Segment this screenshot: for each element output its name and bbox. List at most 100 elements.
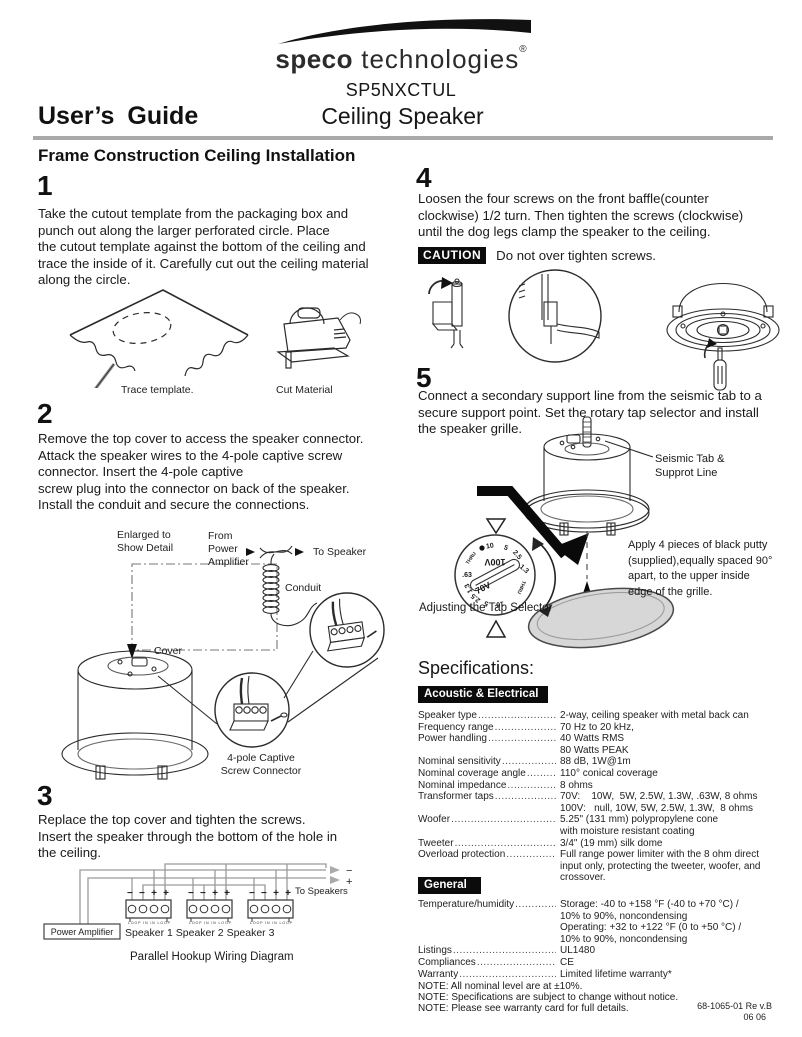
caution-text: Do not over tighten screws. xyxy=(496,248,656,263)
brand-bold: speco xyxy=(275,44,354,74)
to-speaker-label: To Speaker xyxy=(313,546,367,558)
spec-value: CE xyxy=(560,956,574,968)
note-line: NOTE: Please see warranty card for full … xyxy=(418,1003,629,1014)
step-4-number: 4 xyxy=(416,162,432,193)
spec-row: Power handling40 Watts RMS 80 Watts PEAK xyxy=(418,733,796,756)
wiring-plus: + xyxy=(346,876,352,888)
note-line: NOTE: Specifications are subject to chan… xyxy=(418,992,679,1003)
step-1-text: Take the cutout template from the packag… xyxy=(38,206,369,288)
model-number: SP5NXCTUL xyxy=(345,80,457,100)
spec-value: 8 ohms xyxy=(560,779,593,791)
spec-row: Nominal impedance 8 ohms xyxy=(418,780,796,792)
spec-row: Overload protectionFull range power limi… xyxy=(418,849,796,884)
section-title: Frame Construction Ceiling Installation xyxy=(38,146,356,165)
wiring-caption: Parallel Hookup Wiring Diagram xyxy=(130,951,294,963)
spec-label: Speaker type xyxy=(418,710,556,722)
brand-light: technologies xyxy=(353,44,520,74)
connector-label: 4-pole Captive Screw Connector xyxy=(220,752,302,777)
polarity-block-2: − − + + xyxy=(188,888,230,899)
putty-note: Apply 4 pieces of black putty (supplied)… xyxy=(628,539,773,598)
dial-100v-label: 100V xyxy=(484,557,505,567)
seismic-tab-label: Seismic Tab & Supprot Line xyxy=(655,453,725,479)
spec-row: Transformer taps70V: 10W, 5W, 2.5W, 1.3W… xyxy=(418,791,796,814)
spec-value: 3/4" (19 mm) silk dome xyxy=(560,837,663,849)
brand-swoosh-icon xyxy=(278,19,531,44)
from-amplifier-label: From Power Amplifier xyxy=(208,530,249,568)
date-code: 06 06 xyxy=(743,1012,766,1022)
trace-template-label: Trace template. xyxy=(121,384,194,396)
figure-trace-and-cut xyxy=(69,289,361,388)
general-spec-table: Temperature/humidity Storage: -40 to +15… xyxy=(418,899,796,980)
spec-label: Overload protection xyxy=(418,849,556,884)
step-4-text: Loosen the four screws on the front baff… xyxy=(418,191,744,240)
spec-label: Nominal sensitivity xyxy=(418,756,556,768)
step-1-number: 1 xyxy=(37,170,53,201)
spec-label: Transformer taps xyxy=(418,791,556,814)
spec-label: Woofer xyxy=(418,814,556,837)
spec-label: Nominal impedance xyxy=(418,780,556,792)
step-5-text: Connect a secondary support line from th… xyxy=(418,388,762,437)
power-amplifier-label: Power Amplifier xyxy=(51,927,114,937)
dial-tick: 5 xyxy=(503,544,509,552)
cover-label: Cover xyxy=(154,645,183,657)
spec-value: 70 Hz to 20 kHz, xyxy=(560,721,634,733)
spec-row: Warranty Limited lifetime warranty* xyxy=(418,969,796,981)
dial-tick: 1.3 xyxy=(464,582,475,594)
dial-tick: 10 xyxy=(486,542,495,550)
spec-label: Nominal coverage angle xyxy=(418,768,556,780)
spec-value: 2-way, ceiling speaker with metal back c… xyxy=(560,710,749,721)
spec-value: 5.25" (131 mm) polypropylene cone with m… xyxy=(560,814,719,837)
spec-label: Frequency range xyxy=(418,722,556,734)
spec-value: Storage: -40 to +158 °F (-40 to +70 °C) … xyxy=(560,899,742,945)
dial-tick: THRU xyxy=(515,580,526,595)
spec-label: Listings xyxy=(418,945,556,957)
spec-label: Power handling xyxy=(418,733,556,756)
spec-row: Frequency range 70 Hz to 20 kHz, xyxy=(418,722,796,734)
figure-seismic-and-grille: 10 5 2.5 1.3 THRU 10 5 2.5 1.3 .63 THRU … xyxy=(454,416,675,649)
spec-label: Warranty xyxy=(418,969,556,981)
dial-tick: .63 xyxy=(462,572,472,579)
spec-value: 110° conical coverage xyxy=(560,767,658,779)
step-5-number: 5 xyxy=(416,362,432,393)
caution-row: CAUTION Do not over tighten screws. xyxy=(418,247,656,264)
general-header: General xyxy=(418,877,481,894)
wiring-minus: − xyxy=(346,865,352,877)
figure-wiring-diagram: − + − − + + − − + + − − + + LOOP IN IN L… xyxy=(43,863,352,940)
caution-badge: CAUTION xyxy=(418,247,487,264)
cut-material-label: Cut Material xyxy=(276,384,333,396)
spec-row: Nominal sensitivity 88 dB, 1W@1m xyxy=(418,756,796,768)
spec-row: ListingsUL1480 xyxy=(418,945,796,957)
adjusting-tap-selector-label: Adjusting the Tap Selector xyxy=(419,602,553,614)
enlarged-detail-label: Enlarged to Show Detail xyxy=(117,529,174,554)
spec-row: Tweeter 3/4" (19 mm) silk dome xyxy=(418,838,796,850)
spec-label: Temperature/humidity xyxy=(418,899,556,945)
figure-dog-leg-clamp xyxy=(428,269,780,391)
note-line: NOTE: All nominal level are at ±10%. xyxy=(418,981,583,992)
figure-connector-detail xyxy=(61,545,385,780)
specs-title: Specifications: xyxy=(418,658,535,678)
spec-row: Compliances CE xyxy=(418,957,796,969)
to-speakers-label: To Speakers xyxy=(295,886,348,897)
product-title: Ceiling Speaker xyxy=(321,103,484,129)
dial-tick: 2.5 xyxy=(470,592,482,604)
step-3-text: Replace the top cover and tighten the sc… xyxy=(38,812,338,861)
spec-value: 88 dB, 1W@1m xyxy=(560,756,631,768)
step-3-number: 3 xyxy=(37,780,53,811)
speakers-label: Speaker 1 Speaker 2 Speaker 3 xyxy=(125,927,275,939)
spec-row: Temperature/humidity Storage: -40 to +15… xyxy=(418,899,796,945)
spec-label: Tweeter xyxy=(418,838,556,850)
spec-row: Nominal coverage angle 110° conical cover… xyxy=(418,768,796,780)
registered-mark: ® xyxy=(519,44,527,55)
polarity-block-3: − − + + xyxy=(249,888,291,899)
terminal-labels-1: LOOP IN IN LOOP xyxy=(128,921,171,925)
acoustic-spec-table: Speaker type 2-way, ceiling speaker with … xyxy=(418,710,796,884)
step-2-text: Remove the top cover to access the speak… xyxy=(38,431,364,513)
spec-value: Limited lifetime warranty* xyxy=(560,968,672,980)
spec-row: Woofer5.25" (131 mm) polypropylene cone … xyxy=(418,814,796,837)
guide-title: User’s Guide xyxy=(38,102,199,130)
acoustic-electrical-header: Acoustic & Electrical xyxy=(418,686,549,703)
dial-tick: 5 xyxy=(483,599,489,607)
spec-value: 40 Watts RMS 80 Watts PEAK xyxy=(560,733,629,756)
doc-number: 68-1065-01 Re v.B xyxy=(697,1001,772,1011)
spec-label: Compliances xyxy=(418,957,556,969)
